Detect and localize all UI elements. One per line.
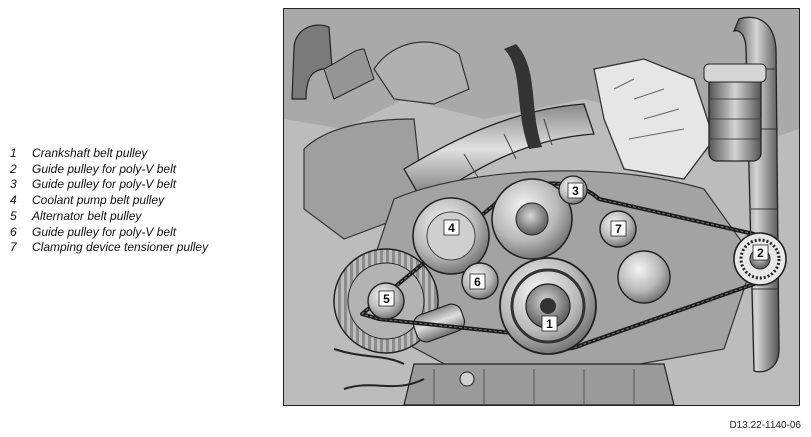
drain-plug	[459, 371, 475, 387]
intake-manifold	[593, 58, 715, 180]
legend-item: 5 Alternator belt pulley	[10, 209, 208, 225]
callout-2: 2	[752, 244, 769, 261]
legend-number: 5	[10, 208, 17, 223]
guide-pulley-right-teeth	[739, 238, 781, 280]
legend-number: 4	[10, 193, 17, 208]
wiring-harness	[504, 44, 542, 149]
callout-6: 6	[469, 273, 486, 290]
engine-drawing: 1 2 3 4 5 6 7	[284, 9, 799, 405]
svg-text:6: 6	[474, 275, 481, 289]
pipe-clamps	[463, 118, 553, 180]
legend-text: Clamping device tensioner pulley	[32, 240, 209, 255]
oil-filter-housing	[708, 70, 762, 162]
svg-text:1: 1	[546, 317, 553, 331]
legend-number: 7	[10, 240, 17, 255]
document-code: D13.22-1140-06	[729, 420, 801, 431]
starter-motor	[412, 303, 466, 343]
legend-number: 6	[10, 224, 17, 239]
svg-text:5: 5	[383, 292, 390, 306]
engine-belt-drive-illustration: 1 2 3 4 5 6 7	[283, 8, 800, 406]
manifold-ribs	[613, 78, 685, 140]
legend-item: 2 Guide pulley for poly-V belt	[10, 162, 208, 178]
oil-filter-ribs	[709, 98, 761, 140]
legend-item: 3 Guide pulley for poly-V belt	[10, 177, 208, 193]
legend-text: Guide pulley for poly-V belt	[32, 177, 177, 192]
legend-text: Coolant pump belt pulley	[32, 193, 165, 208]
callout-3: 3	[567, 182, 584, 199]
coolant-pump-inner	[426, 211, 476, 261]
callout-5: 5	[378, 290, 395, 307]
legend-number: 2	[10, 161, 17, 176]
svg-text:7: 7	[615, 222, 622, 236]
legend-text: Guide pulley for poly-V belt	[32, 161, 177, 176]
legend-item: 6 Guide pulley for poly-V belt	[10, 225, 208, 241]
legend-item: 1 Crankshaft belt pulley	[10, 146, 208, 162]
callout-7: 7	[610, 220, 627, 237]
sensor-wires	[333, 348, 425, 390]
svg-text:3: 3	[572, 184, 579, 198]
callout-4: 4	[443, 219, 460, 236]
callout-1: 1	[541, 315, 558, 332]
legend-number: 1	[10, 146, 17, 160]
oil-pan-ribs	[433, 369, 635, 405]
legend-item: 7 Clamping device tensioner pulley	[10, 240, 208, 256]
legend-text: Guide pulley for poly-V belt	[32, 224, 177, 239]
guide-pulley-hub	[515, 202, 549, 236]
crankshaft-pulley-groove	[510, 268, 586, 344]
legend-text: Crankshaft belt pulley	[32, 146, 148, 160]
intake-pipe	[403, 103, 595, 205]
legend-item: 4 Coolant pump belt pulley	[10, 193, 208, 209]
throttle-housing	[373, 41, 470, 105]
hose-connector	[323, 48, 375, 100]
legend-text: Alternator belt pulley	[32, 208, 142, 223]
crankshaft-bolt	[540, 298, 556, 314]
oil-filter-cap	[703, 63, 767, 83]
legend-number: 3	[10, 177, 17, 192]
svg-text:4: 4	[448, 221, 455, 235]
ac-compressor-pulley	[617, 250, 671, 304]
svg-text:2: 2	[757, 246, 764, 260]
